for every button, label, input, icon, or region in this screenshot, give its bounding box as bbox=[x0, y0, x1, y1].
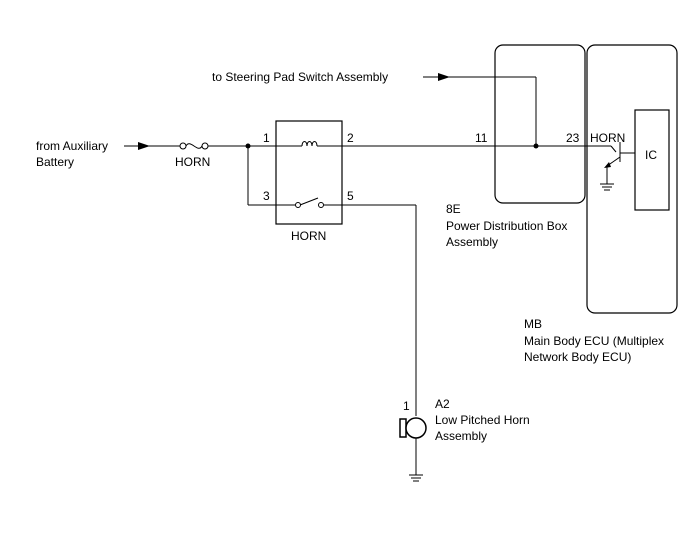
horn-pin-1: 1 bbox=[403, 399, 410, 413]
ecu-name-line2: Network Body ECU) bbox=[524, 350, 631, 364]
pdb-pin-11: 11 bbox=[475, 131, 488, 145]
relay-pin-1: 1 bbox=[263, 131, 270, 145]
pdb-code: 8E bbox=[446, 202, 461, 216]
horn-ground-icon bbox=[409, 474, 423, 482]
horn-name-line1: Low Pitched Horn bbox=[435, 413, 530, 427]
ecu-name-line1: Main Body ECU (Multiplex bbox=[524, 334, 664, 348]
steering-pad-label: to Steering Pad Switch Assembly bbox=[212, 70, 388, 84]
ic-box bbox=[634, 109, 670, 211]
aux-battery-label-line2: Battery bbox=[36, 155, 74, 169]
pdb-name-line1: Power Distribution Box bbox=[446, 219, 567, 233]
ecu-ground-icon bbox=[600, 183, 614, 191]
ecu-terminal-label: HORN bbox=[590, 131, 625, 145]
pdb-junction-dot bbox=[533, 143, 539, 149]
relay-contact-right bbox=[318, 202, 324, 208]
relay-switch-blade bbox=[299, 197, 319, 206]
horn-icon bbox=[399, 417, 427, 439]
relay-pin-5: 5 bbox=[347, 189, 354, 203]
relay-label: HORN bbox=[291, 229, 326, 243]
fuse-label: HORN bbox=[175, 155, 210, 169]
aux-battery-label-line1: from Auxiliary bbox=[36, 139, 108, 153]
relay-coil-icon bbox=[301, 141, 318, 147]
horn-fuse bbox=[179, 142, 209, 150]
horn-relay-box bbox=[275, 120, 343, 225]
pdb-name-line2: Assembly bbox=[446, 235, 498, 249]
input-arrow-icon bbox=[138, 142, 150, 150]
horn-code: A2 bbox=[435, 397, 450, 411]
horn-name-line2: Assembly bbox=[435, 429, 487, 443]
steering-pad-arrow-icon bbox=[438, 73, 450, 81]
relay-pin-3: 3 bbox=[263, 189, 270, 203]
power-distribution-box bbox=[494, 44, 586, 204]
relay-pin-2: 2 bbox=[347, 131, 354, 145]
ecu-pin-23: 23 bbox=[566, 131, 580, 145]
ic-label: IC bbox=[645, 148, 657, 162]
ecu-code: MB bbox=[524, 317, 542, 331]
ecu-transistor-icon bbox=[604, 142, 635, 184]
